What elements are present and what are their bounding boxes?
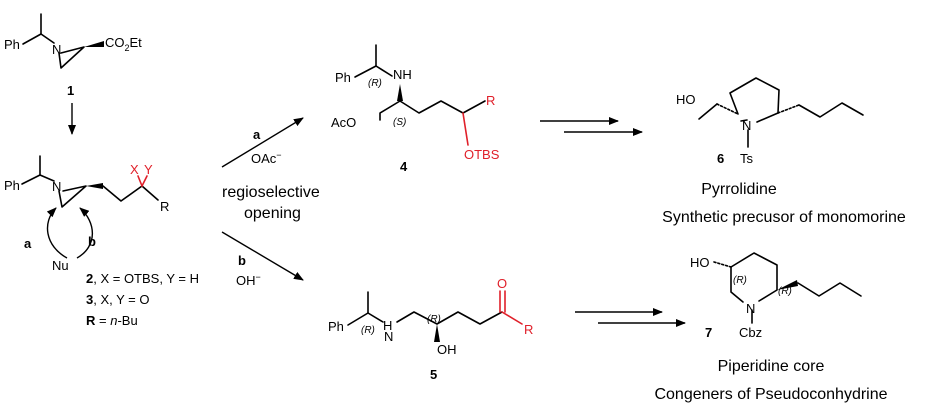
- y-label: Y: [144, 162, 153, 177]
- otbs-label: OTBS: [464, 147, 500, 162]
- phenyl-label: Ph: [335, 70, 351, 85]
- ho-label: HO: [676, 92, 696, 107]
- stereo-r-label: (R): [368, 78, 382, 89]
- reagent-b-label: OH−: [236, 272, 261, 288]
- phenyl-label: Ph: [328, 319, 344, 334]
- stereo-r-label: (R): [427, 314, 441, 325]
- compound-5-number: 5: [430, 367, 437, 382]
- nitrogen-label: N: [746, 301, 755, 316]
- legend-compound-3: 3, X, Y = O: [86, 292, 149, 307]
- arrow-a-label: a: [253, 127, 261, 142]
- stereo-r-label: (R): [361, 325, 375, 336]
- nucleophile-attack-arrows: a b Nu: [24, 207, 96, 273]
- attack-arrow-b: [76, 207, 93, 259]
- arrow-b-label: b: [238, 253, 246, 268]
- nitrogen-label: N: [52, 42, 61, 57]
- path-b-label: b: [88, 234, 96, 249]
- compound-5-structure: Ph (R) H N (R) OH O R: [328, 276, 533, 357]
- ho-label: HO: [690, 255, 710, 270]
- piperidine-caption: Piperidine core: [718, 358, 825, 375]
- nh-label: NH: [393, 67, 412, 82]
- compound-6-number: 6: [717, 151, 724, 166]
- nitrogen-label: N: [52, 179, 61, 194]
- oxygen-label: O: [497, 276, 507, 291]
- x-label: X: [130, 162, 139, 177]
- stereo-r-label: (R): [733, 275, 747, 286]
- r-label: R: [160, 199, 169, 214]
- attack-arrow-a: [46, 207, 68, 259]
- opening-label: opening: [244, 205, 301, 222]
- r-label: R: [524, 322, 533, 337]
- nh-label-h: H: [383, 318, 392, 333]
- r-label: R: [486, 93, 495, 108]
- legend-r-group: R = n-Bu: [86, 313, 138, 328]
- path-a-label: a: [24, 236, 32, 251]
- phenyl-label: Ph: [4, 178, 20, 193]
- compound-6-structure: HO N Ts: [676, 77, 864, 166]
- legend-compound-2: 2, X = OTBS, Y = H: [86, 271, 199, 286]
- phenyl-label: Ph: [4, 37, 20, 52]
- nitrogen-label: N: [742, 118, 751, 133]
- oh-label: OH: [437, 342, 457, 357]
- aco-label: AcO: [331, 115, 356, 130]
- arrow-path-a: [221, 117, 304, 168]
- nucleophile-label: Nu: [52, 258, 69, 273]
- compound-2-structure: Ph N X Y R: [4, 155, 169, 214]
- pyrrolidine-caption: Pyrrolidine: [701, 181, 777, 198]
- compound-4-number: 4: [400, 159, 408, 174]
- stereo-r-label: (R): [778, 286, 792, 297]
- compound-4-structure: Ph (R) NH AcO (S) R OTBS: [331, 44, 500, 162]
- stereo-s-label: (S): [393, 117, 406, 128]
- pyrrolidine-subcaption: Synthetic precusor of monomorine: [662, 209, 906, 226]
- compound-1-number: 1: [67, 83, 74, 98]
- compound-1-structure: Ph N CO2Et: [4, 13, 142, 69]
- cbz-label: Cbz: [739, 325, 762, 340]
- compound-7-structure: HO (R) (R) N Cbz: [690, 252, 862, 340]
- arrow-path-b: [221, 231, 304, 281]
- ts-label: Ts: [740, 151, 754, 166]
- piperidine-subcaption: Congeners of Pseudoconhydrine: [654, 386, 887, 403]
- compound-7-number: 7: [705, 325, 712, 340]
- regioselective-label: regioselective: [222, 184, 320, 201]
- nh-label-n: N: [384, 329, 393, 344]
- ester-label: CO2Et: [105, 35, 142, 53]
- reagent-a-label: OAc−: [251, 150, 282, 166]
